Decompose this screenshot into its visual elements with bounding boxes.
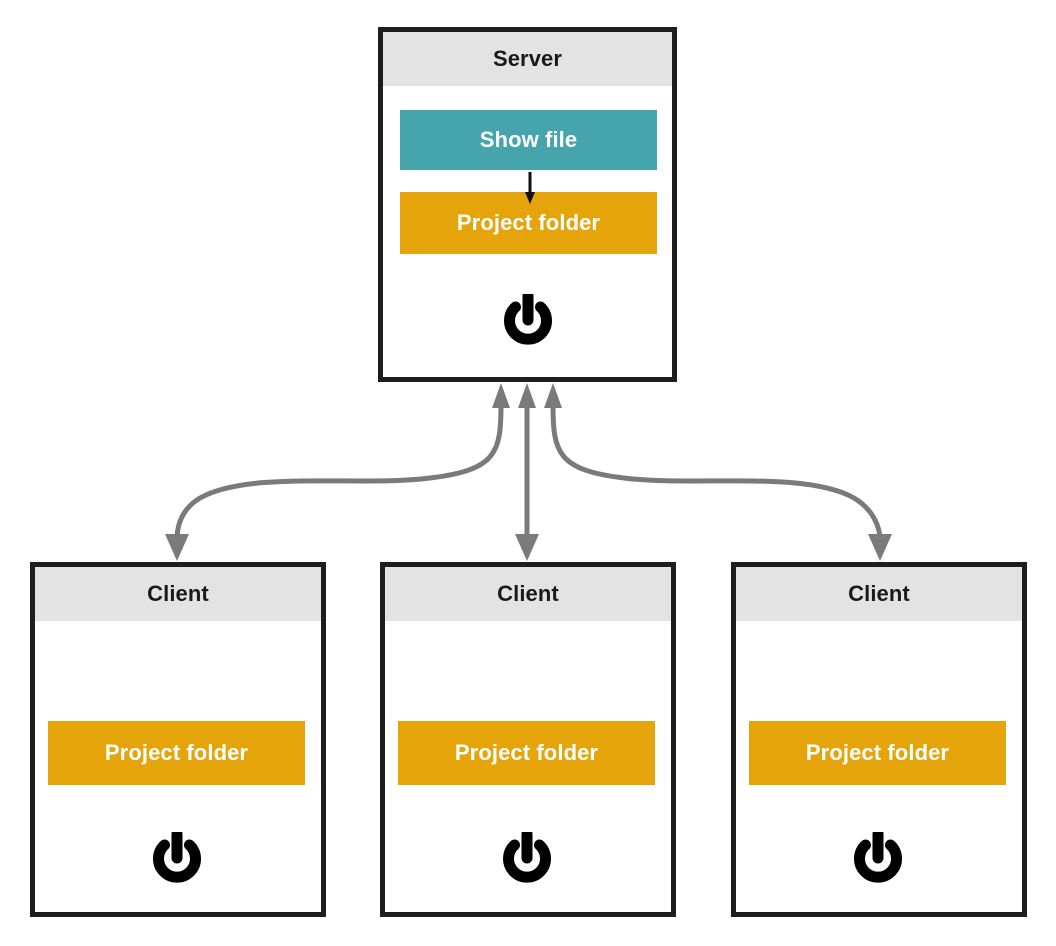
server-inner-down-arrow <box>525 172 535 204</box>
arrowhead-up-left <box>492 383 510 408</box>
server-show-file-bar[interactable]: Show file <box>400 110 657 170</box>
server-node[interactable]: Server Show file Project folder <box>378 27 677 382</box>
server-client-3-link <box>544 383 892 561</box>
client-3-header: Client <box>736 567 1022 621</box>
client-3-project-folder-label: Project folder <box>805 740 950 765</box>
client-node-1[interactable]: Client Project folder <box>30 562 326 917</box>
power-icon[interactable] <box>502 294 554 352</box>
client-2-project-folder-label: Project folder <box>454 740 599 765</box>
power-icon[interactable] <box>151 832 203 890</box>
client-1-project-folder-bar[interactable]: Project folder <box>48 721 305 785</box>
arrowhead-up-right <box>544 383 562 408</box>
server-project-folder-label: Project folder <box>456 210 601 235</box>
power-icon[interactable] <box>852 832 904 890</box>
client-1-header: Client <box>35 567 321 621</box>
server-show-file-label: Show file <box>479 127 578 152</box>
client-node-2[interactable]: Client Project folder <box>380 562 676 917</box>
client-3-title: Client <box>848 581 910 606</box>
arrowhead-down-left <box>165 534 189 561</box>
client-1-project-folder-label: Project folder <box>104 740 249 765</box>
server-title: Server <box>492 46 563 71</box>
client-2-title: Client <box>497 581 559 606</box>
client-node-3[interactable]: Client Project folder <box>731 562 1027 917</box>
server-client-1-link <box>165 383 510 561</box>
client-2-header: Client <box>385 567 671 621</box>
arrowhead-down-right <box>868 534 892 561</box>
arrowhead-up-middle <box>518 383 536 408</box>
client-1-title: Client <box>147 581 209 606</box>
power-icon[interactable] <box>501 832 553 890</box>
client-3-project-folder-bar[interactable]: Project folder <box>749 721 1006 785</box>
client-2-project-folder-bar[interactable]: Project folder <box>398 721 655 785</box>
arrowhead-down-middle <box>515 534 539 561</box>
server-header: Server <box>383 32 672 86</box>
server-project-folder-bar[interactable]: Project folder <box>400 192 657 254</box>
server-client-2-link <box>515 383 539 561</box>
